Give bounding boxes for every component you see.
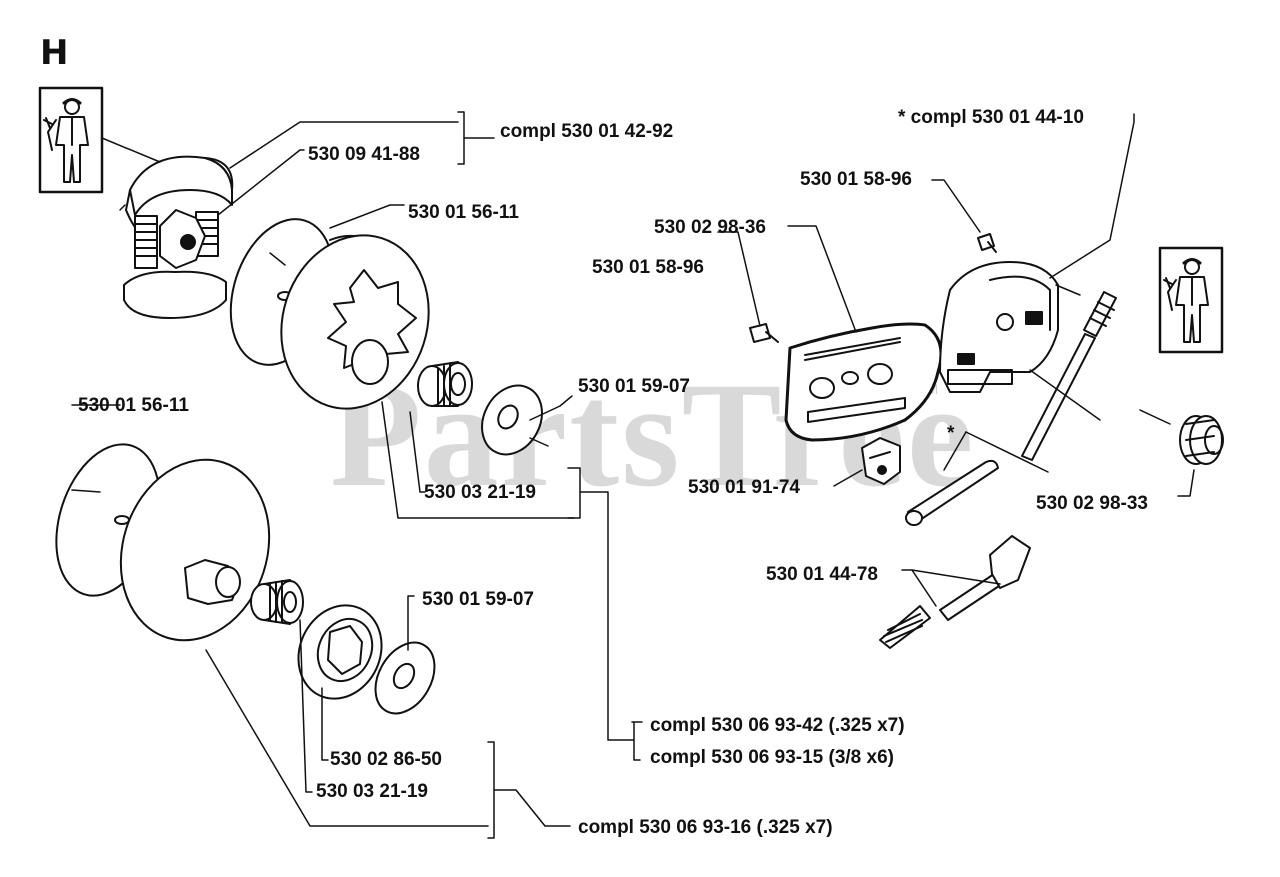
clutch-assembly	[123, 155, 234, 319]
washer-bottom	[374, 641, 436, 715]
label-530-01-59-07-top[interactable]: 530 01 59-07	[578, 376, 690, 397]
rim-sprocket	[297, 604, 383, 700]
chain-guide-plate	[784, 322, 943, 442]
clip	[861, 437, 901, 485]
label-530-02-98-33[interactable]: 530 02 98-33	[1036, 493, 1148, 514]
screw-left	[749, 323, 779, 343]
needle-bearing-top	[417, 361, 473, 407]
pump-shaft	[1021, 291, 1117, 461]
label-530-01-56-11-left[interactable]: 530 01 56-11	[78, 395, 189, 416]
mechanic-icon	[38, 86, 104, 194]
clutch-drum-top	[280, 234, 430, 410]
screw-right	[977, 233, 997, 253]
mechanic-icon	[1158, 246, 1224, 354]
label-530-01-59-07-bottom[interactable]: 530 01 59-07	[422, 589, 534, 610]
label-asterisk: *	[947, 423, 955, 444]
label-530-02-86-50[interactable]: 530 02 86-50	[330, 749, 442, 770]
label-530-01-91-74[interactable]: 530 01 91-74	[688, 477, 800, 498]
label-530-03-21-19-top[interactable]: 530 03 21-19	[424, 482, 536, 503]
label-530-02-98-36[interactable]: 530 02 98-36	[654, 217, 766, 238]
label-530-09-41-88[interactable]: 530 09 41-88	[308, 144, 420, 165]
label-compl-530-06-93-42[interactable]: compl 530 06 93-42 (.325 x7)	[650, 715, 905, 736]
needle-bearing-bottom	[250, 579, 304, 625]
oil-tube	[905, 459, 999, 526]
label-530-01-58-96-right[interactable]: 530 01 58-96	[800, 169, 912, 190]
label-compl-530-01-42-92[interactable]: compl 530 01 42-92	[500, 121, 674, 142]
clutch-drum-bottom	[119, 458, 271, 642]
oil-pump-housing	[939, 261, 1059, 393]
label-compl-530-06-93-15[interactable]: compl 530 06 93-15 (3/8 x6)	[650, 747, 894, 768]
label-530-01-44-78[interactable]: 530 01 44-78	[766, 564, 878, 585]
label-530-01-56-11-top[interactable]: 530 01 56-11	[408, 202, 519, 223]
oil-suction-hose	[879, 535, 1031, 649]
label-530-01-58-96-left[interactable]: 530 01 58-96	[592, 257, 704, 278]
label-compl-530-01-44-10[interactable]: * compl 530 01 44-10	[898, 107, 1084, 128]
label-compl-530-06-93-16[interactable]: compl 530 06 93-16 (.325 x7)	[578, 817, 833, 838]
leader-lines	[71, 111, 1195, 839]
section-letter: H	[40, 33, 69, 73]
worm-gear	[1179, 415, 1224, 465]
washer-top	[481, 384, 543, 456]
label-530-03-21-19-bottom[interactable]: 530 03 21-19	[316, 781, 428, 802]
